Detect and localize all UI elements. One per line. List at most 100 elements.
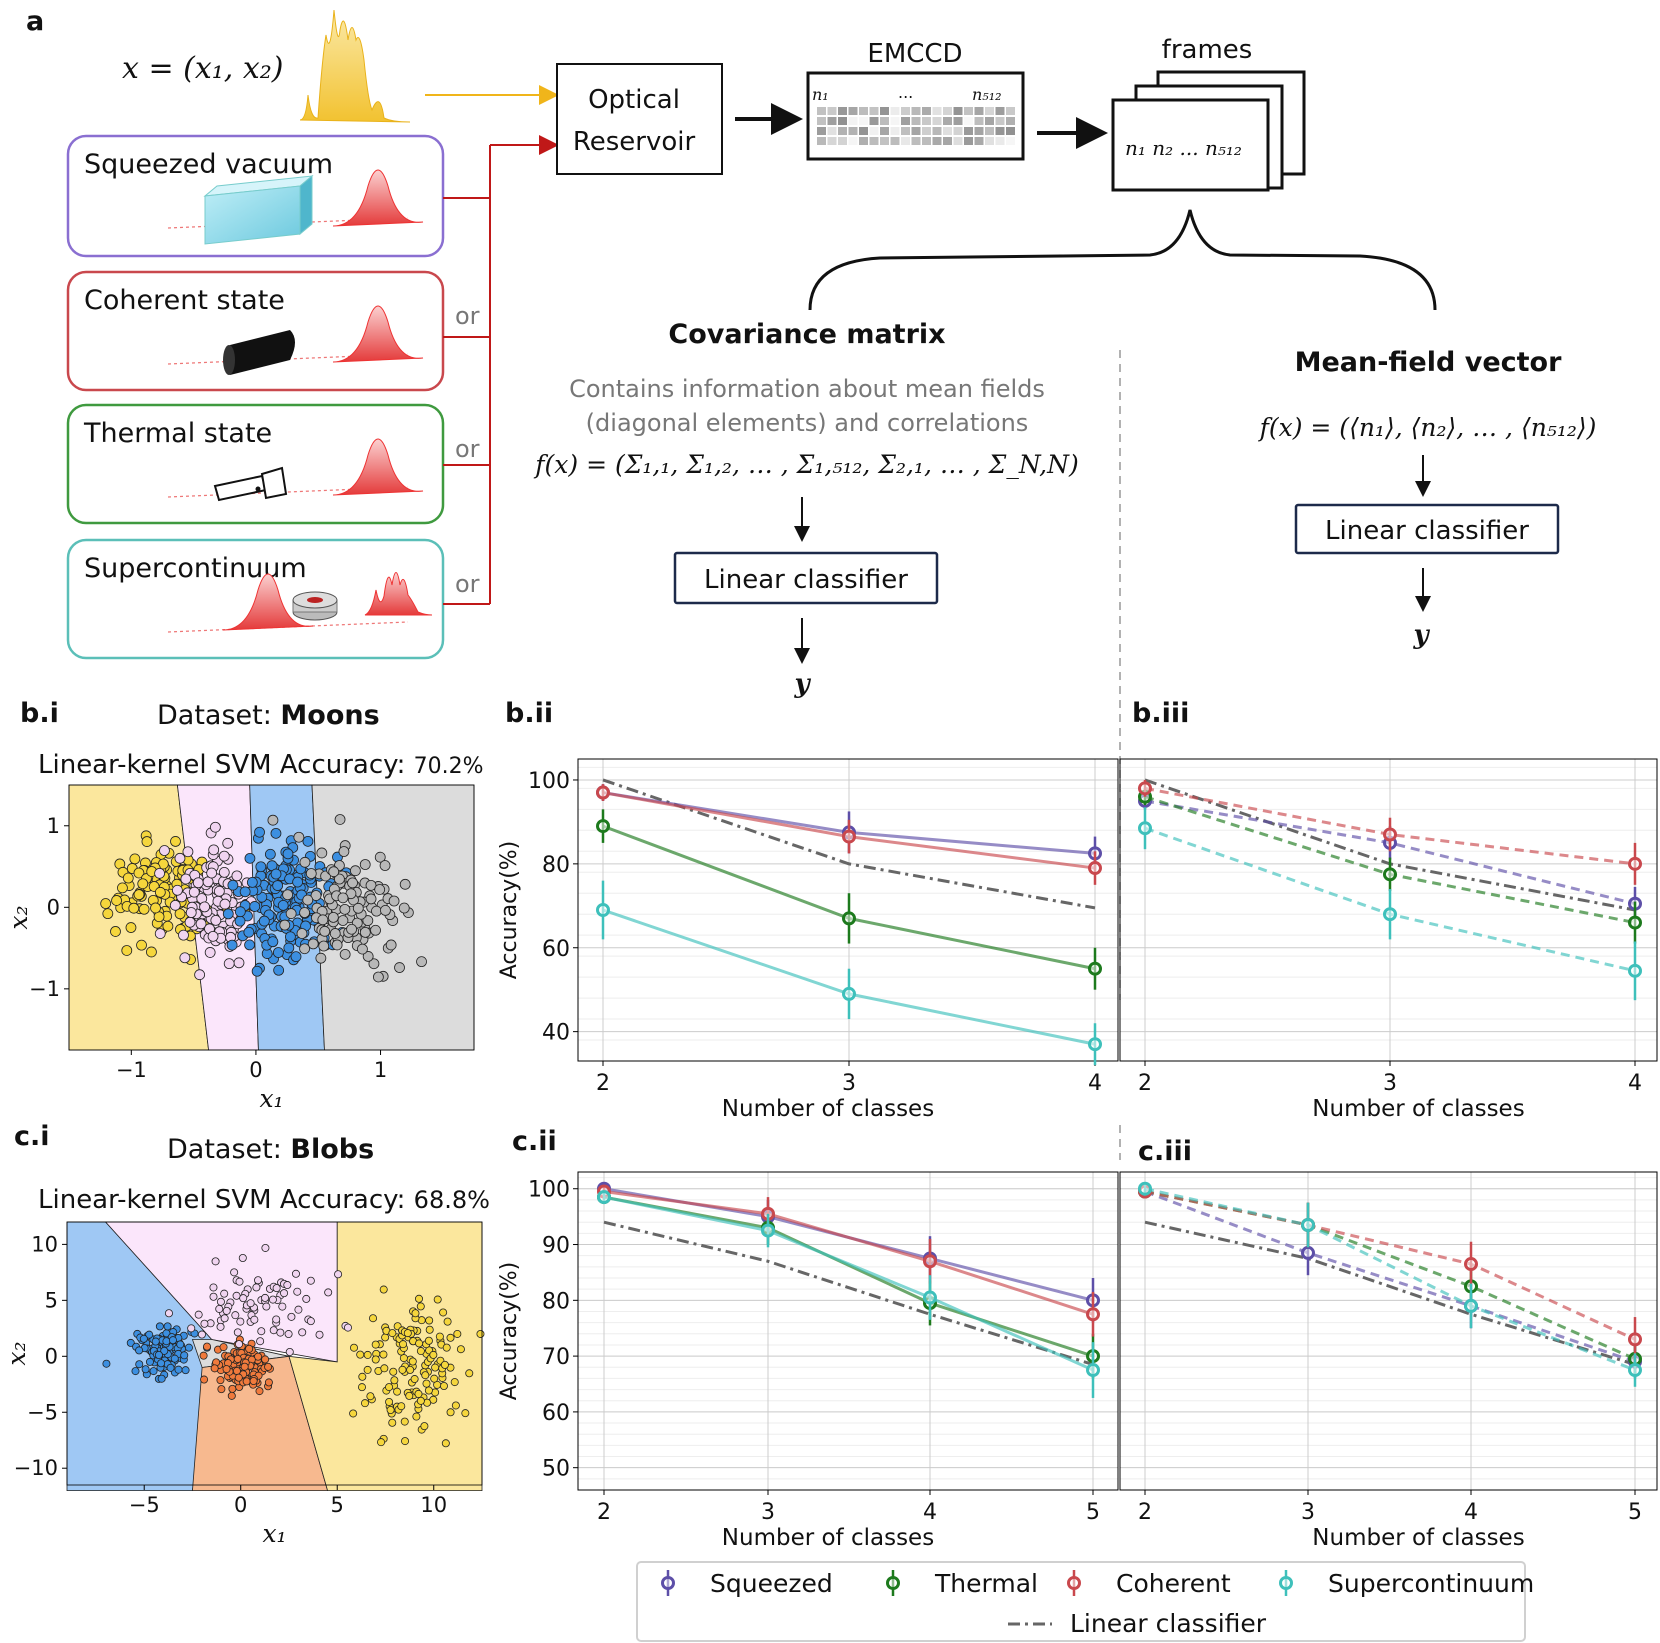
scatter-point [363,1365,372,1374]
mf-linear-classifier-box [1294,503,1560,555]
scatter-point [234,1373,243,1382]
scatter-point [231,870,243,882]
x-tick-label: 3 [1383,1071,1397,1096]
scatter-point [239,1294,248,1303]
chart-frame [1119,1171,1658,1491]
scatter-point [299,943,310,955]
fiber-coil-icon [292,591,338,621]
scatter-point [282,889,294,901]
scatter-point [352,902,364,914]
scatter-point [416,1347,425,1356]
scatter-point [146,946,157,958]
data-point-supercontinuum [1138,821,1152,836]
legend-label: Linear classifier [1070,1609,1267,1638]
scatter-point [162,920,174,932]
legend-marker [661,1576,675,1590]
covariance-desc-2: (diagonal elements) and correlations [586,409,1029,437]
data-point-coherent [923,1254,937,1269]
data-point-supercontinuum [842,986,856,1001]
y-tick-label: 1 [47,814,60,838]
scatter-point [194,969,206,981]
scatter-point [453,1329,462,1338]
input-spectrum-icon [299,9,411,123]
scatter-point [319,925,331,937]
x-tick-label: 3 [761,1500,775,1525]
supercontinuum-spectrum-icon [364,572,433,616]
scatter-point [371,1355,380,1364]
x-tick-label: 3 [1301,1500,1315,1525]
scatter-point [302,835,314,847]
legend-item-coherent: Coherent [1067,1569,1231,1598]
scatter-point [180,1351,189,1360]
scatter-point [465,1369,474,1378]
scatter-point [264,1378,273,1387]
legend-marker [1067,1576,1081,1590]
scatter-point [168,1336,177,1345]
scatter-point [185,907,197,918]
y-tick-label: 0 [47,895,60,919]
scatter-point [154,928,166,940]
emccd-pixel-grid [817,107,1015,145]
scatter-point [184,1343,193,1352]
mf-output-y: y [1412,620,1430,650]
scatter-point [234,906,246,918]
scatter-point [338,846,350,857]
scatter-point [390,1376,399,1385]
y-tick-label: 10 [31,1232,58,1256]
scatter-point [424,1336,433,1345]
scatter-point [136,939,147,951]
legend-marker [1279,1576,1293,1590]
scatter-point [272,880,284,891]
ci-dataset-label: Dataset: Blobs [167,1134,374,1165]
scatter-point [228,1384,237,1393]
frame-content: n₁ n₂ ... n₅₁₂ [1125,136,1242,160]
scatter-point [179,952,191,964]
emccd-n512: n₅₁₂ [972,85,1002,104]
flashlight-icon [213,466,288,502]
scatter-point [222,837,234,849]
scatter-point [251,965,263,977]
source-bus-lines [443,135,559,605]
scatter-point [439,1381,448,1390]
scatter-point [346,923,357,935]
scatter-point [440,1360,449,1369]
data-point-thermal [1383,867,1397,882]
scatter-point [380,1364,389,1373]
scatter-point [216,1322,225,1331]
scatter-point [278,1302,287,1311]
legend-label: Supercontinuum [1328,1569,1534,1598]
legend-label: Squeezed [710,1569,833,1598]
y-tick-label: 5 [45,1288,58,1312]
data-point-coherent [596,785,610,800]
bi-dataset-label: Dataset: Moons [157,700,380,731]
scatter-point [302,894,314,906]
data-point-supercontinuum [596,903,610,917]
y-tick-label: 80 [542,853,570,878]
meanfield-title: Mean-field vector [1295,347,1563,378]
scatter-point [141,836,153,847]
y-tick-label: 60 [542,937,570,962]
scatter-point [343,1323,352,1332]
scatter-point [122,872,134,884]
scatter-point [374,884,386,895]
scatter-frame [68,784,475,1051]
scatter-point [412,1412,421,1421]
scatter-point [451,1401,460,1410]
x-axis-label: Number of classes [1312,1096,1524,1122]
scatter-point [339,948,351,960]
scatter-point [188,886,200,898]
scatter-point [315,1330,324,1339]
scatter-point [129,853,141,865]
y-tick-label: −5 [27,1400,58,1424]
scatter-point [207,930,219,942]
chart-frame [1119,758,1658,1062]
scatter-point [157,1359,166,1368]
scatter-point [154,886,166,898]
scatter-point [371,1340,380,1349]
scatter-point [357,1383,366,1392]
x-axis-label: Number of classes [1312,1525,1524,1551]
scatter-point [394,962,405,973]
scatter-point [270,868,282,880]
x-axis-label: x₁ [259,1084,283,1113]
scatter-point [403,1329,412,1338]
